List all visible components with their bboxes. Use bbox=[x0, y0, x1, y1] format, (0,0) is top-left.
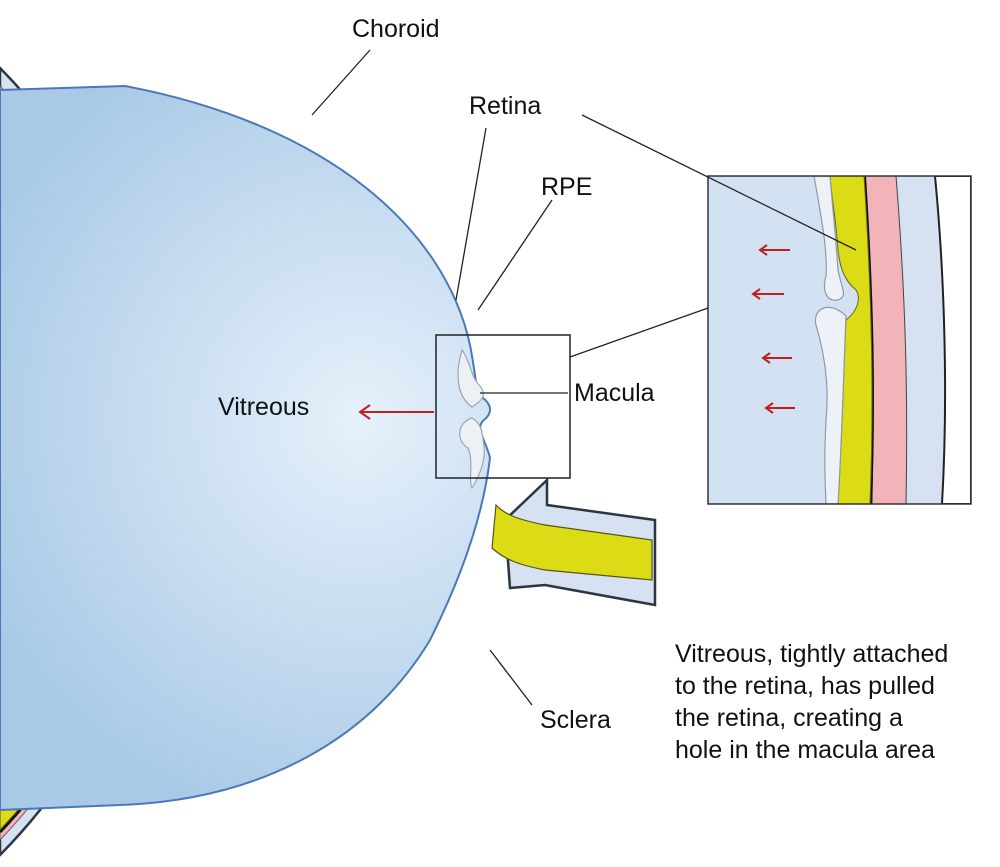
vitreous-gel-flap-lower bbox=[459, 417, 485, 490]
arrow-left-icon bbox=[758, 244, 790, 256]
sclera-leader-line bbox=[489, 649, 533, 706]
caption-line: the retina, creating a bbox=[675, 704, 903, 732]
retina-label: Retina bbox=[469, 92, 541, 120]
arrow-left-icon bbox=[751, 288, 784, 300]
vitreous-body bbox=[0, 84, 492, 812]
macula-inset bbox=[707, 175, 972, 505]
choroid-label: Choroid bbox=[352, 15, 440, 43]
vitreous-label: Vitreous bbox=[218, 393, 309, 421]
leader-lines bbox=[311, 49, 857, 706]
arrow-left-icon bbox=[761, 352, 792, 364]
rpe-leader-line bbox=[477, 199, 553, 311]
caption-line: Vitreous, tightly attached bbox=[675, 640, 949, 668]
magnification-box bbox=[435, 334, 571, 479]
arrow-left-icon bbox=[764, 402, 795, 414]
retina-inset-leader-line bbox=[581, 114, 857, 251]
inset-connector-line bbox=[569, 307, 709, 358]
optic-nerve bbox=[491, 477, 657, 607]
retina-leader-line bbox=[455, 127, 487, 301]
optic-nerve-core bbox=[491, 503, 653, 581]
arrow-left-icon bbox=[358, 404, 434, 420]
caption-line: to the retina, has pulled bbox=[675, 672, 935, 700]
caption-note: Vitreous, tightly attached to the retina… bbox=[675, 638, 995, 766]
vitreous-gel-flap-upper bbox=[457, 348, 484, 408]
sclera-label: Sclera bbox=[540, 706, 611, 734]
rpe-label: RPE bbox=[541, 173, 592, 201]
choroid-leader-line bbox=[311, 49, 371, 116]
inset-gel-upper bbox=[813, 176, 845, 301]
eyeball bbox=[0, 66, 657, 857]
traction-arrows bbox=[358, 244, 795, 420]
caption-line: hole in the macula area bbox=[675, 736, 935, 764]
inset-gel-lower bbox=[814, 306, 847, 504]
inset-frame bbox=[707, 175, 972, 505]
macula-label: Macula bbox=[574, 379, 655, 407]
